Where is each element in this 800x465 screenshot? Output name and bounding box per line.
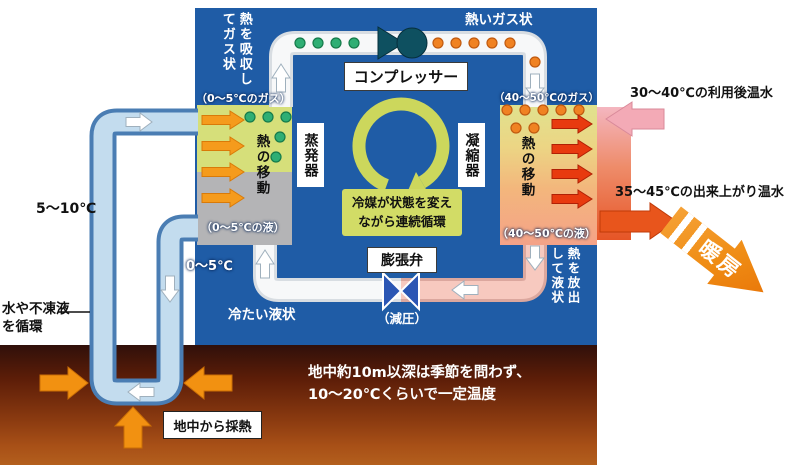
evaporator-liquid-temp-label: （0〜5℃の液） [201, 221, 285, 234]
condenser-liquid-temp-label: （40〜50℃の液） [497, 227, 596, 240]
compressor-label-box: コンプレッサー [344, 62, 468, 91]
absorb-gas-note: 熱を吸収し てガス状 [219, 12, 252, 87]
heat-transfer-right-label: 熱の移動 [518, 136, 535, 198]
supply-water-label: 35〜45℃の出来上がり温水 [615, 185, 784, 200]
evaporator-gas-temp-label: （0〜5℃のガス） [196, 92, 291, 105]
heat-out-arrows [551, 114, 593, 209]
evaporator-label-box: 蒸発器 [297, 123, 324, 187]
expansion-valve-icon [382, 270, 420, 312]
heat-release-note: 熱を放出 して液状 [549, 247, 581, 305]
hot-water-circuit [597, 101, 677, 240]
return-water-label: 30〜40℃の利用後温水 [630, 86, 773, 101]
condenser-label-box: 凝縮器 [458, 123, 485, 187]
condenser-label: 凝縮器 [463, 132, 480, 178]
loop-up-temp-label: 5〜10℃ [36, 201, 97, 217]
refrigerant-cycle-note: 冷媒が状態を変え ながら連続循環 [342, 189, 462, 236]
fluid-circulation-label: 水や不凍液 を循環 [2, 301, 70, 335]
expansion-valve-label-box: 膨張弁 [367, 247, 437, 273]
geothermal-heat-arrows [39, 365, 233, 449]
refrigerant-gas-dots [244, 37, 585, 163]
flow-arrows [125, 63, 545, 402]
loop-down-temp-label: 0〜5℃ [186, 259, 233, 274]
ground-loop-pipe [89, 108, 198, 406]
condenser-gas-temp-label: （40〜50℃のガス） [494, 92, 599, 104]
heat-transfer-left-label: 熱の移動 [253, 134, 270, 196]
ground-temperature-note: 地中約10m以深は季節を問わず、 10〜20℃くらいで一定温度 [308, 365, 531, 404]
return-water-arrow [605, 101, 665, 137]
cold-liquid-label: 冷たい液状 [228, 307, 296, 323]
heat-collection-label-box: 地中から採熱 [163, 411, 262, 439]
heat-in-arrows [201, 110, 245, 208]
evaporator-label: 蒸発器 [302, 132, 319, 178]
compressor-icon [377, 26, 428, 60]
cycle-arrow [352, 97, 450, 193]
hot-gas-label: 熱いガス状 [465, 12, 533, 28]
decompression-label: （減圧） [377, 311, 428, 326]
refrigerant-liquid-pipe-hot [401, 245, 547, 302]
